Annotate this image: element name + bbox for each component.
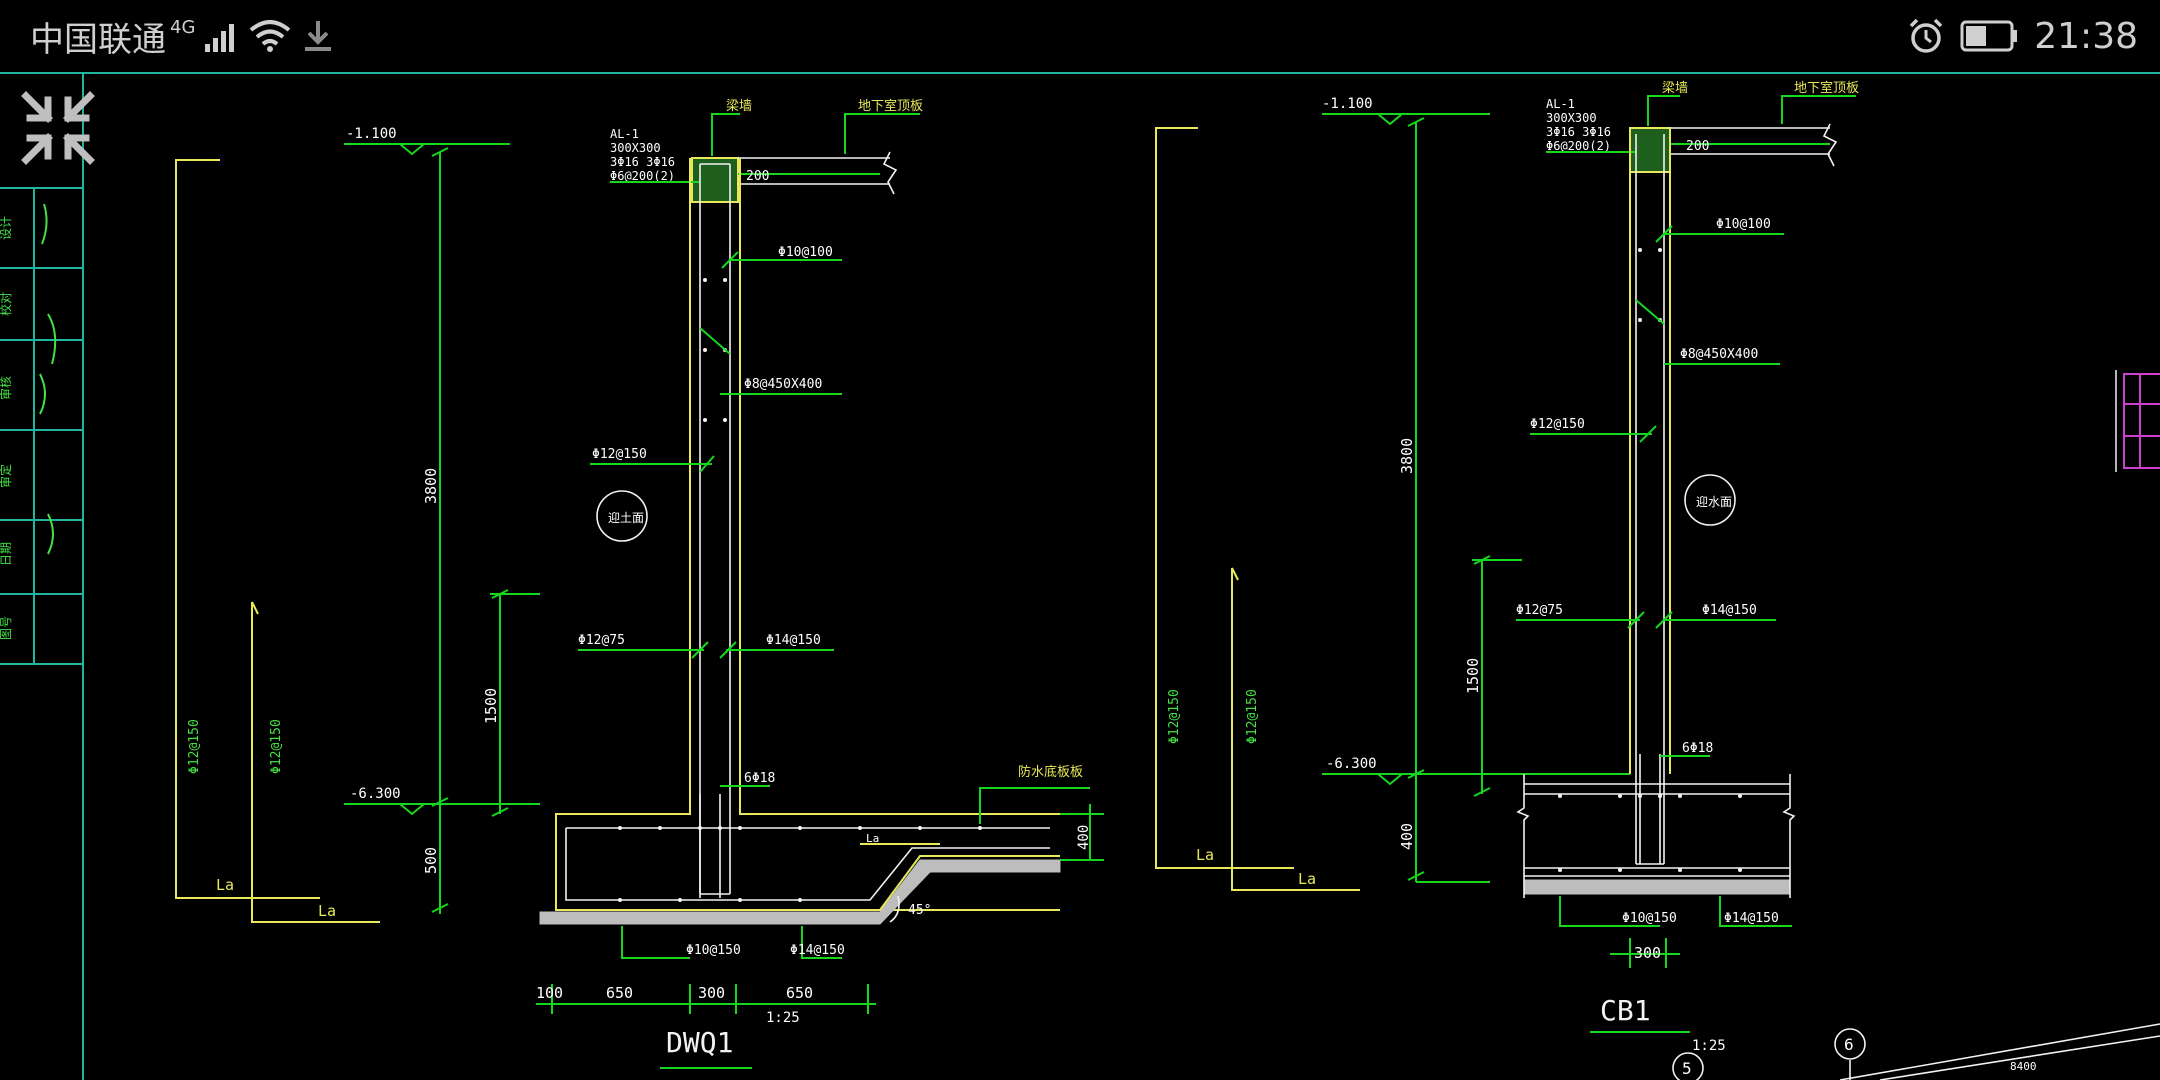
partial-detail-right bbox=[2115, 370, 2160, 472]
drawing-frame-left bbox=[82, 74, 84, 1080]
dwq1-bar-14-150b: Φ14@150 bbox=[790, 943, 845, 958]
cb1-elevation-bottom: -6.300 bbox=[1326, 756, 1377, 772]
dwq1-bar-6-18: 6Φ18 bbox=[744, 771, 775, 786]
cb1-beam-bars: 3Φ16 3Φ16 bbox=[1546, 125, 1611, 139]
status-left: 中国联通 4G bbox=[30, 14, 335, 60]
dwq1-dim-3800: 3800 bbox=[422, 468, 440, 504]
dwq1-scale: 1:25 bbox=[766, 1010, 800, 1026]
dwq1-angle: 45° bbox=[908, 903, 931, 918]
dwq1-waterproof: 防水底板板 bbox=[1018, 764, 1083, 780]
dwq1-beam-bars: 3Φ16 3Φ16 bbox=[610, 155, 675, 169]
dwq1-dim-500: 500 bbox=[422, 847, 440, 874]
dwq1-dim-400: 400 bbox=[1076, 825, 1092, 850]
detail-cb1: La La Φ12@150 Φ12@150 -1.100 -6.300 3800… bbox=[1155, 80, 1859, 1054]
cb1-bar-8: Φ8@450X400 bbox=[1680, 347, 1758, 362]
title-block-sidebar: 设计 校对 审核 审定 日期 图号 bbox=[0, 187, 82, 665]
cb1-la-1: La bbox=[1196, 846, 1214, 864]
cb1-bar-10-150: Φ10@150 bbox=[1622, 911, 1677, 926]
cb1-water-face-label: 迎水面 bbox=[1696, 495, 1732, 509]
dwq1-vert-label-b: Φ12@150 bbox=[269, 719, 284, 774]
dwq1-bar-12-150: Φ12@150 bbox=[592, 447, 647, 462]
drawing-frame-top bbox=[0, 72, 2160, 74]
cb1-dim-300: 300 bbox=[1634, 944, 1661, 962]
dwq1-la-1: La bbox=[216, 876, 234, 894]
collapse-fullscreen-button[interactable] bbox=[18, 88, 98, 168]
dwq1-dim-100: 100 bbox=[536, 984, 563, 1002]
sidebar-text-6: 图号 bbox=[0, 616, 13, 640]
cb1-beam-name: AL-1 bbox=[1546, 97, 1575, 111]
cb1-bar-10-100: Φ10@100 bbox=[1716, 217, 1771, 232]
dwq1-elevation-bottom: -6.300 bbox=[350, 786, 401, 802]
cb1-beam-size: 300X300 bbox=[1546, 111, 1597, 125]
dwq1-dim-300: 300 bbox=[698, 984, 725, 1002]
cb1-label-beam: 梁墙 bbox=[1662, 81, 1688, 96]
dwq1-soil-face-label: 迎土面 bbox=[608, 511, 644, 525]
dwq1-vert-label-a: Φ12@150 bbox=[187, 719, 202, 774]
sidebar-text-5: 日期 bbox=[0, 542, 13, 566]
dwq1-bar-10-100: Φ10@100 bbox=[778, 245, 833, 260]
sidebar-text-2: 校对 bbox=[0, 292, 13, 316]
cb1-bar-14-150b: Φ14@150 bbox=[1724, 911, 1779, 926]
axis-5-label: 5 bbox=[1682, 1059, 1692, 1078]
cb1-bar-6-18: 6Φ18 bbox=[1682, 741, 1713, 756]
cb1-dim-1500: 1500 bbox=[1464, 658, 1482, 694]
cb1-vert-label-b: Φ12@150 bbox=[1245, 689, 1260, 744]
status-right: 21:38 bbox=[1908, 14, 2138, 58]
dwq1-beam-size: 300X300 bbox=[610, 141, 661, 155]
dwq1-dim-200: 200 bbox=[746, 169, 769, 184]
cb1-label-floor: 地下室顶板 bbox=[1794, 80, 1859, 96]
dwq1-beam-stirrup: Φ6@200(2) bbox=[610, 169, 675, 183]
dwq1-label-beam: 梁墙 bbox=[726, 99, 752, 114]
sidebar-text-3: 审核 bbox=[0, 376, 13, 400]
sidebar-text-4: 审定 bbox=[0, 464, 13, 488]
dwq1-la-3: La bbox=[866, 832, 879, 845]
cb1-bar-12-150: Φ12@150 bbox=[1530, 417, 1585, 432]
cb1-bar-14-150: Φ14@150 bbox=[1702, 603, 1757, 618]
dwq1-dim-1500: 1500 bbox=[482, 688, 500, 724]
cb1-elevation-top: -1.100 bbox=[1322, 96, 1373, 112]
dwq1-bar-8: Φ8@450X400 bbox=[744, 377, 822, 392]
dwq1-dim-650a: 650 bbox=[606, 984, 633, 1002]
detail-dwq1: La La Φ12@150 Φ12@150 -1.100 -6.300 3800… bbox=[175, 98, 1104, 1069]
clock-time: 21:38 bbox=[2034, 15, 2138, 57]
collapse-arrows-icon bbox=[21, 91, 95, 165]
cad-drawing-canvas[interactable]: 设计 校对 审核 审定 日期 图号 La La Φ12@150 Φ12@150 … bbox=[0, 74, 2160, 1080]
cb1-beam-stirrup: Φ6@200(2) bbox=[1546, 139, 1611, 153]
dwq1-bar-12-75: Φ12@75 bbox=[578, 633, 625, 648]
dwq1-beam-name: AL-1 bbox=[610, 127, 639, 141]
carrier-name: 中国联通 bbox=[30, 19, 166, 60]
cb1-vert-label-a: Φ12@150 bbox=[1167, 689, 1182, 744]
dwq1-label-floor: 地下室顶板 bbox=[858, 98, 923, 114]
wifi-icon bbox=[250, 20, 291, 52]
cb1-la-2: La bbox=[1298, 870, 1316, 888]
status-bar: 中国联通 4G 21:38 bbox=[0, 0, 2160, 72]
cb1-dim-200: 200 bbox=[1686, 139, 1709, 154]
sidebar-text-1: 设计 bbox=[0, 216, 13, 240]
signal-icon bbox=[205, 24, 235, 52]
dwq1-title: DWQ1 bbox=[666, 1026, 733, 1059]
cb1-dim-400: 400 bbox=[1398, 823, 1416, 850]
alarm-icon bbox=[1910, 18, 1943, 53]
cb1-scale: 1:25 bbox=[1692, 1038, 1726, 1054]
cb1-bar-12-75: Φ12@75 bbox=[1516, 603, 1563, 618]
cb1-dim-3800: 3800 bbox=[1398, 438, 1416, 474]
dwq1-bar-14-150: Φ14@150 bbox=[766, 633, 821, 648]
download-icon bbox=[305, 21, 332, 51]
axis-6-label: 6 bbox=[1844, 1035, 1854, 1054]
dwq1-bar-10-150: Φ10@150 bbox=[686, 943, 741, 958]
cb1-title: CB1 bbox=[1600, 994, 1651, 1027]
dwq1-dim-650b: 650 bbox=[786, 984, 813, 1002]
grid-axes: 5 6 8400 bbox=[1672, 1023, 2160, 1080]
dwq1-la-2: La bbox=[318, 902, 336, 920]
battery-icon bbox=[1960, 20, 2018, 52]
axis-dim-8400: 8400 bbox=[2010, 1060, 2037, 1073]
network-type: 4G bbox=[170, 16, 196, 38]
dwq1-elevation-top: -1.100 bbox=[346, 126, 397, 142]
